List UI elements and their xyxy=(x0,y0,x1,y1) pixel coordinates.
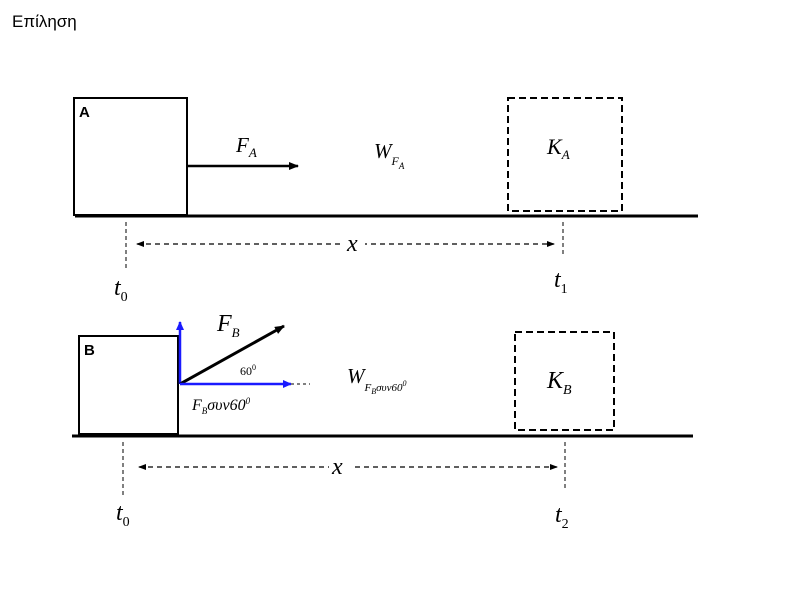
time-a-start: t0 xyxy=(114,275,128,305)
part-b: B FB 600 FBσυν600 WFBσυν600 KB x t0 xyxy=(72,311,693,532)
block-a-initial xyxy=(73,97,188,216)
distance-a-label: x xyxy=(346,231,358,257)
time-a-end: t1 xyxy=(554,267,568,297)
force-b-arrow xyxy=(179,324,285,386)
block-a-label: A xyxy=(79,104,90,121)
force-b-label: FB xyxy=(216,311,240,340)
time-b-end: t2 xyxy=(555,502,569,532)
block-b-final xyxy=(514,331,615,431)
block-a-final xyxy=(507,97,623,212)
block-b-label: B xyxy=(84,342,95,359)
work-b-label: WFBσυν600 xyxy=(347,364,406,396)
distance-a-label-bg xyxy=(343,232,365,256)
block-b-initial xyxy=(78,335,179,435)
time-b-start: t0 xyxy=(116,500,130,530)
energy-a-label: KA xyxy=(546,134,570,162)
distance-b-label-bg xyxy=(329,455,351,479)
energy-b-label: KB xyxy=(546,368,572,398)
angle-label: 600 xyxy=(240,363,256,378)
part-a: A FA WFA KA x t0 t1 xyxy=(73,97,698,305)
distance-b-label: x xyxy=(331,454,343,480)
work-a-label: WFA xyxy=(374,139,405,171)
horizontal-component-label: FBσυν600 xyxy=(191,396,251,416)
force-a-label: FA xyxy=(235,133,257,160)
page-title: Επίληση xyxy=(12,12,77,31)
